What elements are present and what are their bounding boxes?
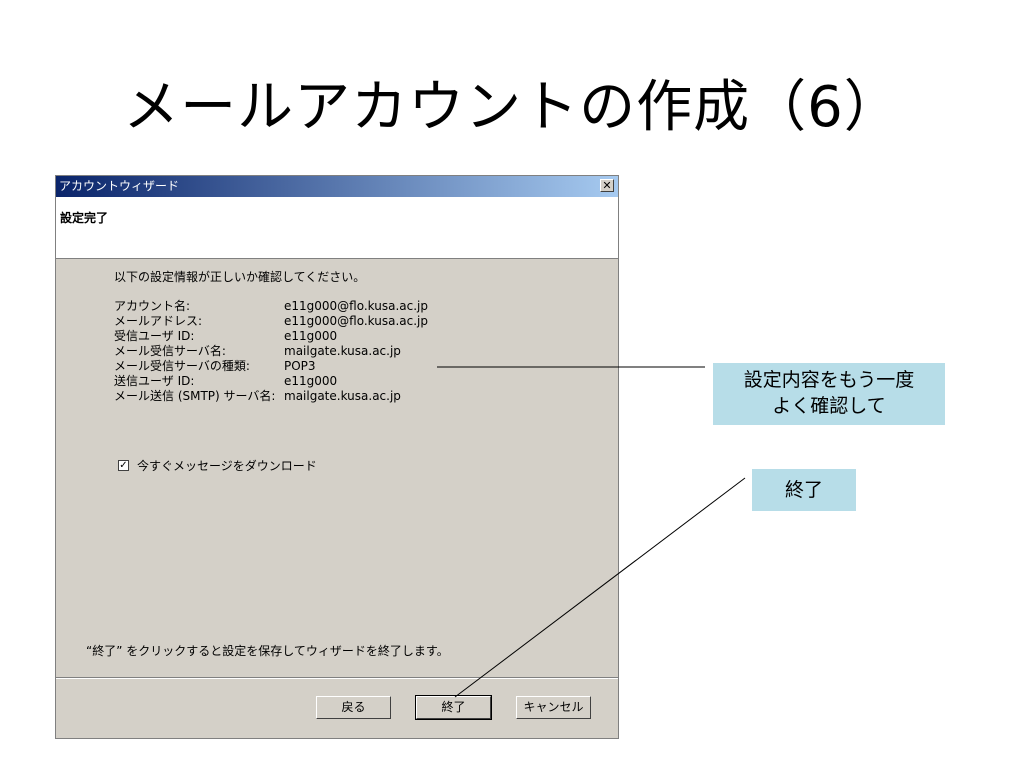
summary-row: メールアドレス: e11g000@flo.kusa.ac.jp xyxy=(114,314,428,329)
incoming-server-label: メール受信サーバ名: xyxy=(114,344,226,358)
confirm-callout-line1: 設定内容をもう一度 xyxy=(743,369,915,391)
summary-row: メール受信サーバの種類: POP3 xyxy=(114,359,428,374)
account-name-value: e11g000@flo.kusa.ac.jp xyxy=(284,299,428,313)
footer-divider xyxy=(56,677,618,679)
wizard-header: 設定完了 xyxy=(56,197,618,259)
outgoing-user-id-value: e11g000 xyxy=(284,374,338,388)
confirm-callout-line2: よく確認して xyxy=(772,395,886,417)
email-address-value: e11g000@flo.kusa.ac.jp xyxy=(284,314,428,328)
dialog-titlebar[interactable]: アカウントウィザード ✕ xyxy=(56,176,618,197)
email-address-label: メールアドレス: xyxy=(114,314,203,328)
smtp-server-value: mailgate.kusa.ac.jp xyxy=(284,389,401,403)
outgoing-user-id-label: 送信ユーザ ID: xyxy=(114,374,195,388)
close-icon[interactable]: ✕ xyxy=(600,179,614,192)
incoming-server-value: mailgate.kusa.ac.jp xyxy=(284,344,401,358)
download-now-checkbox[interactable]: ✓ xyxy=(118,460,129,471)
incoming-server-type-value: POP3 xyxy=(284,359,316,373)
summary-row: 送信ユーザ ID: e11g000 xyxy=(114,374,428,389)
download-now-label: 今すぐメッセージをダウンロード xyxy=(137,459,317,473)
download-now-option[interactable]: ✓ 今すぐメッセージをダウンロード xyxy=(118,457,317,474)
incoming-user-id-value: e11g000 xyxy=(284,329,338,343)
intro-text: 以下の設定情報が正しいか確認してください。 xyxy=(114,270,366,284)
cancel-button[interactable]: キャンセル xyxy=(516,696,591,719)
confirm-callout: 設定内容をもう一度 よく確認して xyxy=(713,363,945,425)
incoming-server-type-label: メール受信サーバの種類: xyxy=(114,359,250,373)
summary-row: 受信ユーザ ID: e11g000 xyxy=(114,329,428,344)
account-name-label: アカウント名: xyxy=(114,299,191,313)
finish-button[interactable]: 終了 xyxy=(415,695,492,720)
summary-row: メール受信サーバ名: mailgate.kusa.ac.jp xyxy=(114,344,428,359)
wizard-step-title: 設定完了 xyxy=(60,211,109,225)
account-wizard-dialog: アカウントウィザード ✕ 設定完了 以下の設定情報が正しいか確認してください。 … xyxy=(55,175,619,739)
summary-row: メール送信 (SMTP) サーバ名: mailgate.kusa.ac.jp xyxy=(114,389,428,404)
finish-instruction: “終了” をクリックすると設定を保存してウィザードを終了します。 xyxy=(86,644,449,658)
incoming-user-id-label: 受信ユーザ ID: xyxy=(114,329,195,343)
finish-leader-line xyxy=(454,477,746,698)
settings-summary: アカウント名: e11g000@flo.kusa.ac.jp メールアドレス: e1… xyxy=(114,299,428,404)
slide-title: メールアカウントの作成（6） xyxy=(123,75,901,140)
finish-callout: 終了 xyxy=(752,469,856,511)
smtp-server-label: メール送信 (SMTP) サーバ名: xyxy=(114,389,276,403)
back-button[interactable]: 戻る xyxy=(316,696,391,719)
dialog-title: アカウントウィザード xyxy=(59,179,180,193)
summary-row: アカウント名: e11g000@flo.kusa.ac.jp xyxy=(114,299,428,314)
